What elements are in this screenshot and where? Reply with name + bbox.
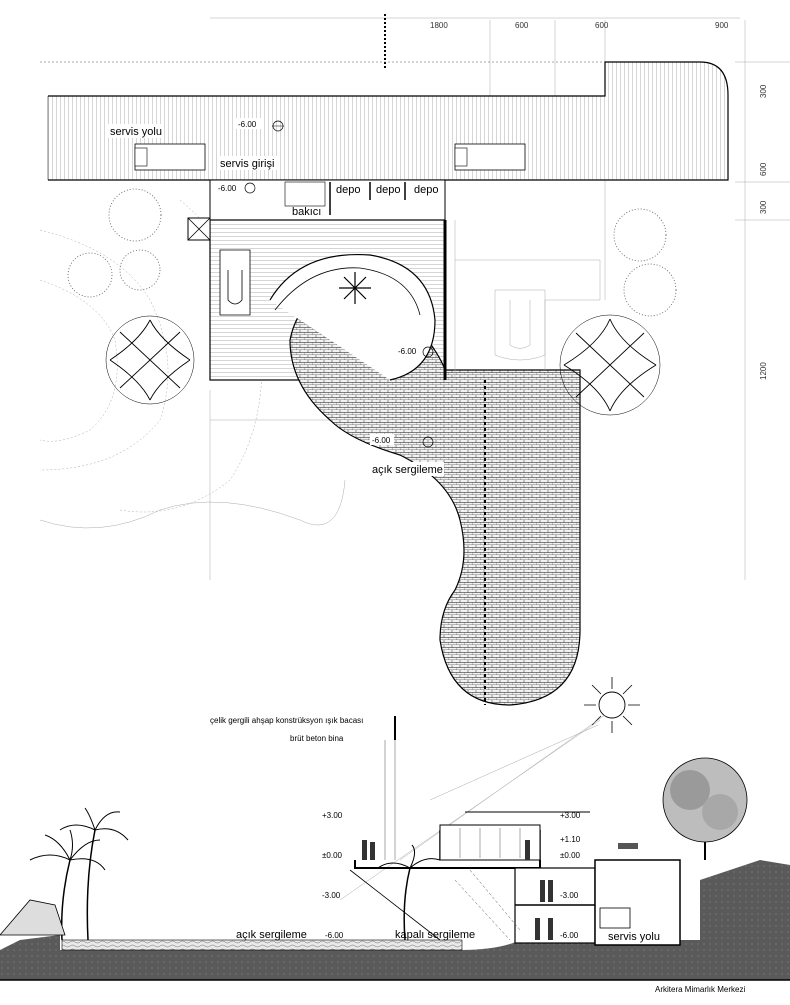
storage-label-2: depo [376, 184, 400, 196]
service-entrance-label: servis girişi [220, 158, 274, 170]
level-zero-right: ±0.00 [560, 851, 581, 860]
section-truck-icon [599, 907, 631, 929]
dimension-line-right: 300 600 300 1200 [735, 61, 790, 380]
credit-text: Arkitera Mimarlık Merkezi [655, 985, 745, 994]
exhibition-level: -6.00 [372, 436, 391, 445]
upper-level-outline [454, 220, 601, 380]
open-exhibition-label: açık sergileme [372, 464, 443, 476]
level-minus6-left: -6.00 [325, 931, 344, 940]
level-zero-left: ±0.00 [322, 851, 343, 860]
service-rooms: depo depo depo bakıcı -6.00 [209, 179, 446, 221]
human-figures [362, 840, 638, 940]
palm-tree-icon [29, 807, 441, 941]
caretaker-label: bakıcı [292, 206, 321, 218]
dimension-1800: 1800 [430, 21, 448, 30]
level-plus3-left: +3.00 [322, 811, 343, 820]
steel-timber-lightwell-annotation: çelik gergili ahşap konstrüksyon ışık ba… [210, 716, 363, 725]
open-exhibition-section-label: açık sergileme [236, 929, 307, 941]
tree-symbol [339, 272, 371, 304]
service-road: servis yolu servis girişi -6.00 [40, 61, 729, 181]
tree-dotted [67, 252, 113, 298]
dimension-300-a: 300 [759, 84, 768, 98]
dimension-600-b: 600 [595, 21, 609, 30]
tree-dotted [623, 263, 677, 317]
dimension-600-a: 600 [515, 21, 529, 30]
dimension-300-b: 300 [759, 200, 768, 214]
entry-level: -6.00 [218, 184, 237, 193]
concrete-building-annotation: brüt beton bina [290, 734, 344, 743]
tree-dotted [108, 188, 162, 242]
rock-shape [0, 899, 66, 936]
level-minus6-right: -6.00 [560, 931, 579, 940]
level-minus3-left: -3.00 [322, 891, 341, 900]
courtyard-level: -6.00 [398, 347, 417, 356]
tree-symbol [105, 315, 195, 405]
tree-dotted [613, 208, 667, 262]
building-section: çelik gergili ahşap konstrüksyon ışık ba… [0, 677, 790, 994]
storage-label-3: depo [414, 184, 438, 196]
closed-exhibition-label: kapalı sergileme [395, 929, 475, 941]
sun-icon [584, 677, 640, 733]
site-plan: 1800 600 600 900 300 600 300 1200 [39, 14, 790, 706]
storage-label-1: depo [336, 184, 360, 196]
level-minus3-right: -3.00 [560, 891, 579, 900]
section-service-road-label: servis yolu [608, 931, 660, 943]
level-plus3-right: +3.00 [560, 811, 581, 820]
tree-symbol [559, 314, 661, 416]
section-building [349, 811, 681, 946]
dimension-600-c: 600 [759, 162, 768, 176]
tree-icon [662, 757, 748, 860]
section-levels: +3.00 ±0.00 -3.00 -6.00 +3.00 +1.10 ±0.0… [322, 811, 581, 940]
level-plus110: +1.10 [560, 835, 581, 844]
exhibition-floor [61, 939, 463, 951]
dimension-900: 900 [715, 21, 729, 30]
road-level: -6.00 [238, 120, 257, 129]
tree-dotted [119, 249, 161, 291]
dimension-1200: 1200 [759, 362, 768, 380]
paved-courtyard: -6.00 -6.00 açık sergileme [269, 220, 581, 706]
plan-trees [67, 188, 677, 416]
service-road-label: servis yolu [110, 126, 162, 138]
